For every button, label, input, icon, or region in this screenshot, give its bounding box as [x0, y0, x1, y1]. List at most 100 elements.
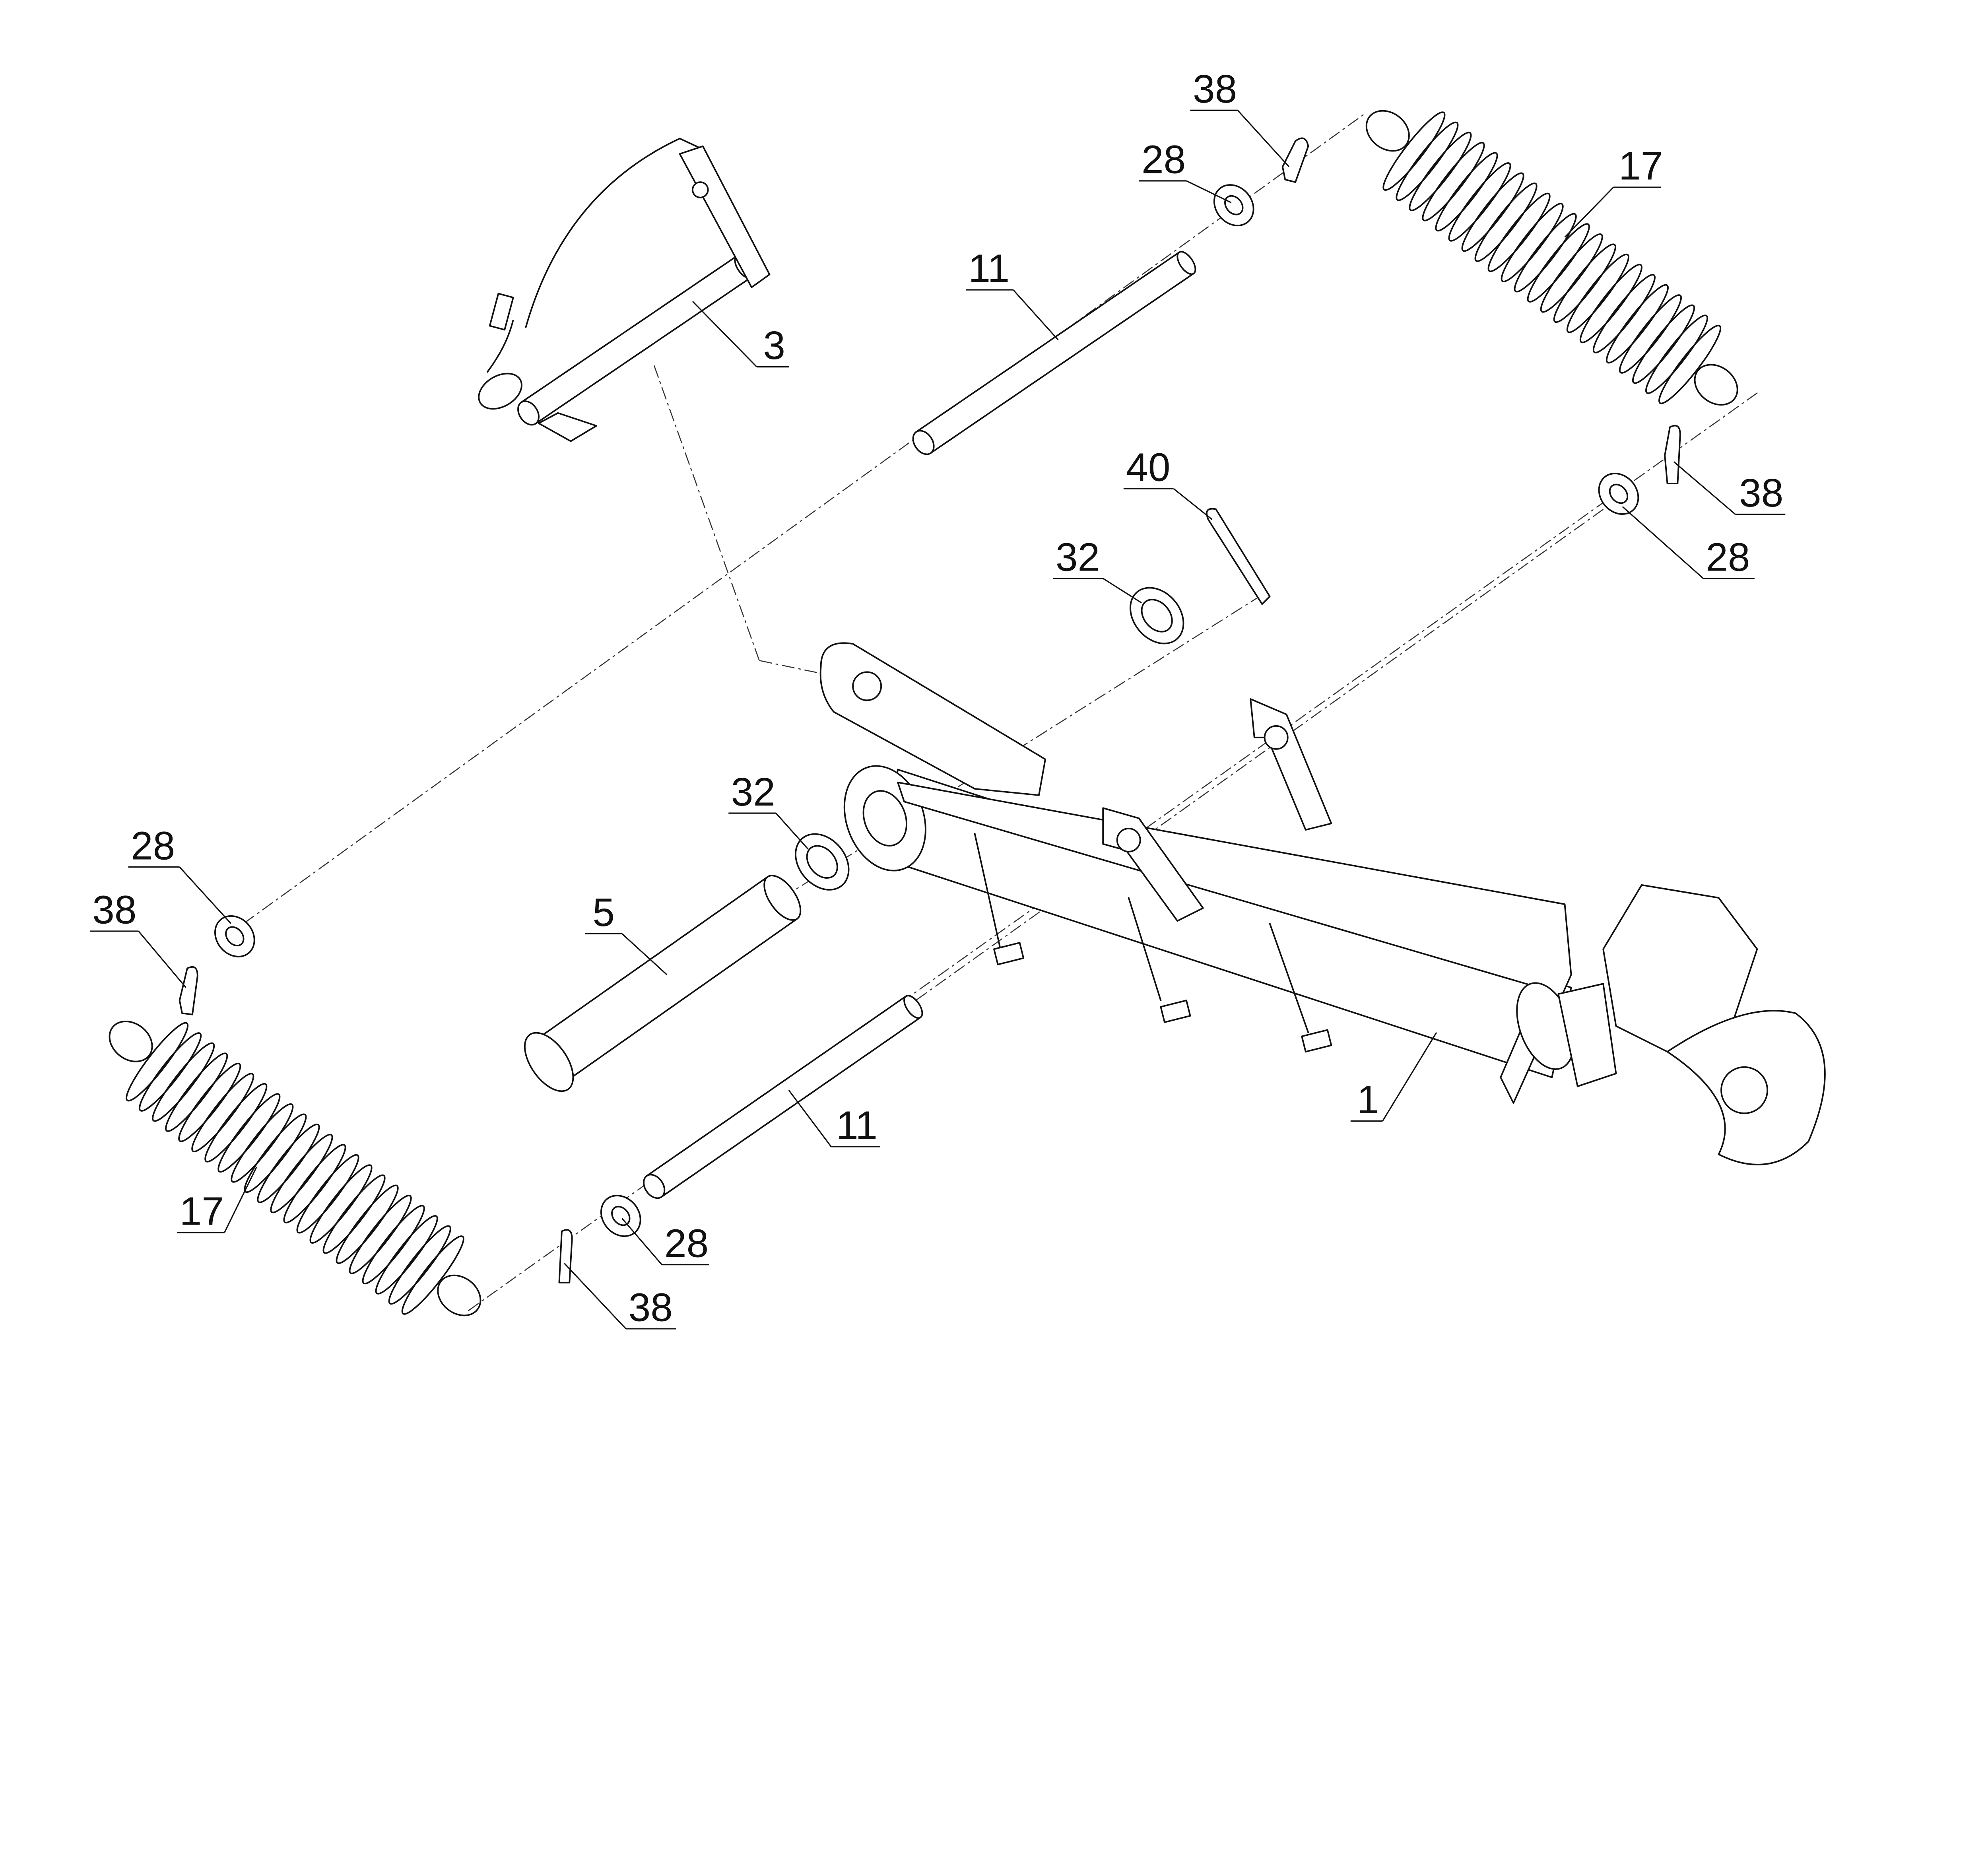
washer-28-right	[1598, 472, 1639, 515]
callout-17: 17	[177, 1167, 257, 1234]
cotter-pin-38-left	[179, 966, 198, 1015]
spring-coil	[388, 1225, 451, 1305]
spring-coil	[1501, 203, 1564, 282]
callout-11: 11	[966, 247, 1059, 340]
leader-line	[128, 866, 231, 924]
spring-coil	[1435, 152, 1498, 232]
spring-17-top	[1365, 110, 1738, 406]
callout-label: 1	[1357, 1078, 1379, 1122]
spring-coil	[1606, 284, 1669, 364]
spring-hook	[1694, 364, 1738, 406]
callout-label: 5	[592, 890, 615, 935]
pin-body	[915, 251, 1194, 454]
callout-label: 38	[92, 888, 136, 932]
callout-label: 32	[1056, 535, 1100, 579]
spring-coil	[362, 1205, 425, 1285]
pin-end	[912, 430, 935, 455]
spring-coil	[1658, 324, 1722, 404]
leader-line	[1350, 1032, 1437, 1122]
leader-line	[89, 930, 186, 988]
spring-coil	[126, 1022, 189, 1102]
pins	[517, 251, 1196, 1199]
callout-label: 28	[1142, 137, 1186, 182]
callout-28: 28	[128, 823, 231, 924]
spring-coil	[1592, 274, 1656, 353]
spring-coil	[1461, 172, 1524, 252]
pin-end	[524, 1032, 574, 1092]
spring-coil	[1422, 142, 1485, 221]
pin-3-shaft	[517, 254, 754, 426]
callout-label: 38	[1193, 67, 1237, 111]
spring-coil	[257, 1124, 320, 1203]
spring-coil	[204, 1083, 268, 1163]
callout-label: 40	[1126, 445, 1170, 490]
spring-coil	[336, 1184, 399, 1264]
spring-coil	[178, 1062, 241, 1142]
callout-32: 32	[1053, 535, 1142, 604]
leader-line	[1139, 180, 1232, 204]
leader-line	[966, 289, 1059, 340]
spring-coil	[165, 1052, 228, 1132]
pin-end	[763, 875, 802, 921]
callout-1: 1	[1350, 1032, 1437, 1122]
pin-5	[524, 875, 802, 1092]
leader-line	[1190, 109, 1290, 167]
spring-coil	[270, 1134, 333, 1213]
leader-line	[1123, 488, 1213, 520]
cotter-pin-38-top	[1281, 137, 1309, 183]
spring-coil	[1409, 132, 1472, 212]
callout-38: 38	[564, 1263, 676, 1330]
spring-coil	[349, 1194, 412, 1274]
callout-17: 17	[1564, 144, 1663, 238]
pin-end	[1176, 251, 1196, 275]
spring-coil	[322, 1174, 386, 1254]
leader-line	[728, 812, 809, 850]
callout-label: 11	[968, 247, 1010, 291]
callout-label: 17	[180, 1189, 224, 1234]
pin-end	[517, 400, 540, 426]
callout-3: 3	[692, 301, 789, 368]
spring-coil	[309, 1164, 373, 1244]
callout-28: 28	[1139, 137, 1232, 204]
spring-coil	[375, 1215, 438, 1295]
callout-label: 28	[131, 823, 175, 868]
spring-coil	[1474, 182, 1538, 262]
callout-28: 28	[621, 1218, 709, 1266]
spring-coil	[1527, 223, 1590, 303]
spring-coil	[231, 1103, 294, 1183]
spring-coil	[283, 1144, 346, 1223]
callout-38: 38	[1673, 461, 1786, 515]
washer-28-bottom	[600, 1195, 641, 1237]
spring-coil	[152, 1042, 215, 1122]
spring-coil	[1566, 253, 1629, 333]
callout-label: 11	[836, 1103, 878, 1148]
spring-coil	[191, 1073, 254, 1153]
callout-40: 40	[1123, 445, 1213, 520]
spring-coil	[244, 1113, 307, 1193]
spring-coil	[1645, 315, 1708, 394]
pin-end	[903, 995, 923, 1019]
callout-11: 11	[788, 1089, 880, 1148]
cotter-pin-38-right	[1664, 425, 1681, 485]
callout-label: 32	[731, 770, 775, 814]
callout-32: 32	[728, 770, 809, 850]
washer-28-left	[214, 915, 255, 957]
spring-coil	[1396, 121, 1459, 201]
leader-line	[788, 1089, 880, 1147]
callout-28: 28	[1622, 506, 1755, 579]
callout-label: 17	[1619, 144, 1663, 188]
spring-coil	[139, 1032, 202, 1112]
spring-coil	[1540, 233, 1603, 313]
leader-line	[1053, 578, 1142, 604]
leader-line	[692, 301, 789, 368]
washer-32-upper	[1129, 587, 1184, 645]
top-link-cylinder-1	[819, 642, 1826, 1165]
callout-label: 28	[1706, 535, 1750, 579]
callout-label: 38	[1739, 471, 1783, 515]
pin-body	[646, 995, 922, 1198]
leader-line	[564, 1263, 676, 1330]
leader-line	[1622, 506, 1755, 579]
pin-11-bottom	[643, 995, 923, 1199]
